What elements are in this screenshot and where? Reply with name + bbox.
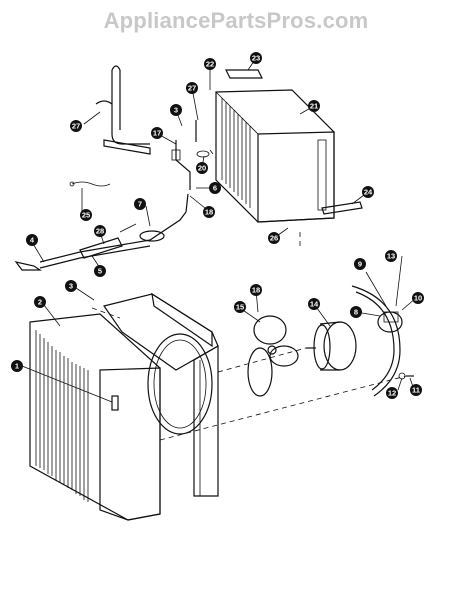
capillary-tube xyxy=(171,120,210,213)
callout-label: 21 xyxy=(310,102,318,111)
fan-blade xyxy=(247,315,299,397)
callout-label: 7 xyxy=(138,200,142,209)
callout-15: 15 xyxy=(234,301,246,313)
callout-4: 4 xyxy=(26,234,38,246)
callout-18-top: 18 xyxy=(203,206,215,218)
tubing-assembly xyxy=(95,65,151,155)
callout-label: 24 xyxy=(364,188,373,197)
front-grille xyxy=(29,313,161,521)
callout-label: 18 xyxy=(205,208,213,217)
callout-20: 20 xyxy=(196,162,208,174)
callout-27-left: 27 xyxy=(70,120,82,132)
callout-24: 24 xyxy=(362,186,374,198)
callout-label: 14 xyxy=(310,300,319,309)
fan-shroud xyxy=(103,292,219,497)
callout-label: 6 xyxy=(213,184,217,193)
callout-label: 18 xyxy=(252,286,260,295)
callout-3-top: 3 xyxy=(170,104,182,116)
callout-label: 11 xyxy=(412,386,420,395)
callout-label: 4 xyxy=(30,236,35,245)
callout-8: 8 xyxy=(350,306,362,318)
callout-label: 28 xyxy=(96,227,104,236)
fan-motor xyxy=(306,321,357,371)
leader-lines xyxy=(21,57,417,403)
callout-label: 20 xyxy=(198,164,206,173)
callout-14: 14 xyxy=(308,298,320,310)
callout-11: 11 xyxy=(410,384,422,396)
callout-2: 2 xyxy=(34,296,46,308)
callout-label: 23 xyxy=(252,54,260,63)
accumulator-line xyxy=(14,211,187,271)
watermark: AppliancePartsPros.com xyxy=(103,8,369,33)
callout-label: 27 xyxy=(188,84,196,93)
callout-5: 5 xyxy=(94,265,106,277)
callout-25: 25 xyxy=(80,209,92,221)
callout-label: 8 xyxy=(354,308,358,317)
callout-10: 10 xyxy=(412,292,424,304)
callout-18-right: 18 xyxy=(250,284,262,296)
callout-label: 12 xyxy=(388,389,396,398)
coil-side-bracket xyxy=(321,201,363,215)
callout-label: 3 xyxy=(174,106,178,115)
callout-label: 17 xyxy=(153,129,161,138)
callout-26: 26 xyxy=(268,232,280,244)
callout-17: 17 xyxy=(151,127,163,139)
callout-label: 10 xyxy=(414,294,422,303)
callout-9: 9 xyxy=(354,258,366,270)
callout-27-top: 27 xyxy=(186,82,198,94)
callout-23: 23 xyxy=(250,52,262,64)
heater-wire xyxy=(69,181,111,187)
callout-22: 22 xyxy=(204,58,216,70)
callout-13: 13 xyxy=(385,250,397,262)
callout-label: 26 xyxy=(270,234,278,243)
callout-label: 5 xyxy=(98,267,102,276)
callout-label: 27 xyxy=(72,122,80,131)
callout-label: 2 xyxy=(38,298,42,307)
callout-label: 25 xyxy=(82,211,90,220)
coil-top-bracket xyxy=(225,69,263,79)
callout-label: 3 xyxy=(69,282,73,291)
callout-6: 6 xyxy=(209,182,221,194)
callout-12: 12 xyxy=(386,387,398,399)
callout-label: 1 xyxy=(15,362,19,371)
callout-1: 1 xyxy=(11,360,23,372)
callout-28: 28 xyxy=(94,225,106,237)
alignment-lines xyxy=(91,149,407,441)
motor-mount xyxy=(351,285,403,397)
callout-21: 21 xyxy=(308,100,320,112)
callout-label: 13 xyxy=(387,252,395,261)
callout-label: 22 xyxy=(206,60,214,69)
condenser-coil xyxy=(215,89,335,223)
callout-label: 9 xyxy=(358,260,362,269)
callout-3-left: 3 xyxy=(65,280,77,292)
callout-7: 7 xyxy=(134,198,146,210)
callout-label: 15 xyxy=(236,303,244,312)
